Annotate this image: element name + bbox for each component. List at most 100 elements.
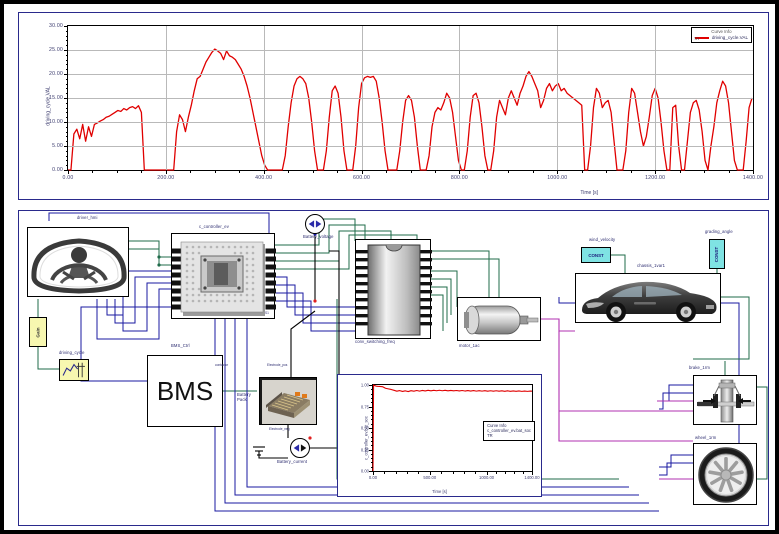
label-battery-current: Battery_current [277,459,308,464]
x-tick-minor [384,471,386,474]
x-tick-label: 0.00 [368,475,378,480]
y-tick-label: 10.00 [49,119,63,125]
y-tick-label: 5.00 [52,143,63,149]
x-tick-minor [728,170,730,173]
x-tick-label: 1200.00 [645,175,666,181]
y-tick-minor [370,393,373,395]
signal-wire [431,294,444,331]
signal-wire [693,296,750,360]
y-tick-minor [370,466,373,468]
y-tick-mark [64,170,68,171]
block-c-controller-ev[interactable] [171,233,277,319]
signal-wire [431,250,490,297]
signal-wire [122,282,171,332]
x-tick-label: 500.00 [423,475,437,480]
mini-legend-row: c_controller_ev.bat_soc [487,428,531,433]
y-tick-minor [65,165,68,167]
y-tick-mark [369,471,373,472]
x-tick-minor [475,471,477,474]
y-tick-minor [370,440,373,442]
y-tick-minor [370,415,373,417]
x-tick-minor [513,471,515,474]
y-tick-mark [64,146,68,147]
x-tick-mark [557,170,559,174]
block-converter[interactable] [355,239,432,339]
chart-legend: Curve Info driving_cycle.VAL TR [690,27,752,43]
label-wheel: wheel_1rm [695,435,717,440]
signal-wire [37,347,59,370]
block-wheel[interactable] [693,443,757,505]
block-brake[interactable] [693,375,757,425]
x-tick-mark [655,170,657,174]
y-tick-minor [370,462,373,464]
legend-row: driving_cycle.VAL [694,35,748,40]
x-tick-mark [486,471,488,475]
mini-chart-x-axis-label: Time [s] [432,489,447,494]
block-wind-velocity[interactable]: CONST [581,247,611,263]
x-tick-label: 0.00 [62,175,74,181]
y-tick-minor [370,458,373,460]
series-line [372,384,533,472]
block-driving-cycle[interactable] [59,359,89,381]
y-tick-mark [64,26,68,27]
block-battery-voltage[interactable] [305,214,325,234]
bms-block-text: BMS [156,375,214,406]
label-brake: brake_1rm [689,365,710,370]
y-tick-minor [65,112,68,114]
label-wind-velocity: wind_velocity [589,237,616,242]
signal-wire [659,462,693,476]
x-tick-minor [483,170,485,173]
y-tick-minor [65,155,68,157]
x-tick-minor [704,170,706,173]
block-grading-angle[interactable]: CONST [709,239,725,269]
x-tick-mark [532,471,533,475]
x-tick-label: 600.00 [353,175,371,181]
y-tick-minor [65,131,68,133]
driving-cycle-icon [62,362,85,378]
y-tick-minor [65,136,68,138]
driver-hmi-icon [31,238,127,294]
legend-tr-label: TR [693,36,700,41]
block-motor[interactable] [457,297,541,341]
legend-title: Curve Info [711,29,732,34]
x-tick-minor [434,170,436,173]
block-bms-ctrl[interactable]: BMS [147,355,223,427]
gridline-horizontal [68,122,753,123]
gain-block-label: Gain [35,326,41,338]
block-battery-current[interactable] [290,438,310,458]
y-tick-minor [65,45,68,47]
block-battery-pack[interactable] [259,377,317,425]
signal-wire [757,386,768,480]
y-tick-mark [64,50,68,51]
signal-wire [541,318,575,332]
mini-legend-tr-label: TR [487,433,493,438]
label-contactor: contactor [215,363,229,367]
y-tick-minor [65,93,68,95]
signal-wire [431,258,500,297]
y-tick-mark [64,122,68,123]
current-sensor-icon [293,444,307,452]
signal-wire [224,299,649,504]
block-driver-hmi[interactable] [27,227,129,297]
label-electrode-neg: Electrode_neg [269,427,290,431]
signal-wire [275,300,355,332]
block-gain[interactable]: Gain [29,317,47,347]
x-tick-label: 1000.00 [478,475,495,480]
signal-wire [275,230,392,262]
block-chassis[interactable] [575,273,721,323]
label-chassis: chassis_1var1 [637,263,666,268]
label-driving-cycle: driving_cycle [59,350,85,355]
x-tick-minor [606,170,608,173]
label-battery-voltage: Battery_voltage [303,234,334,239]
y-tick-minor [65,78,68,80]
x-tick-minor [463,471,465,474]
label-driver-hmi: driver_hmi [77,215,98,220]
x-tick-mark [361,170,363,174]
y-tick-minor [370,389,373,391]
y-tick-minor [65,88,68,90]
y-tick-minor [370,445,373,447]
gridline-horizontal [68,98,753,99]
signal-wire [275,292,355,324]
y-tick-mark [369,406,373,408]
